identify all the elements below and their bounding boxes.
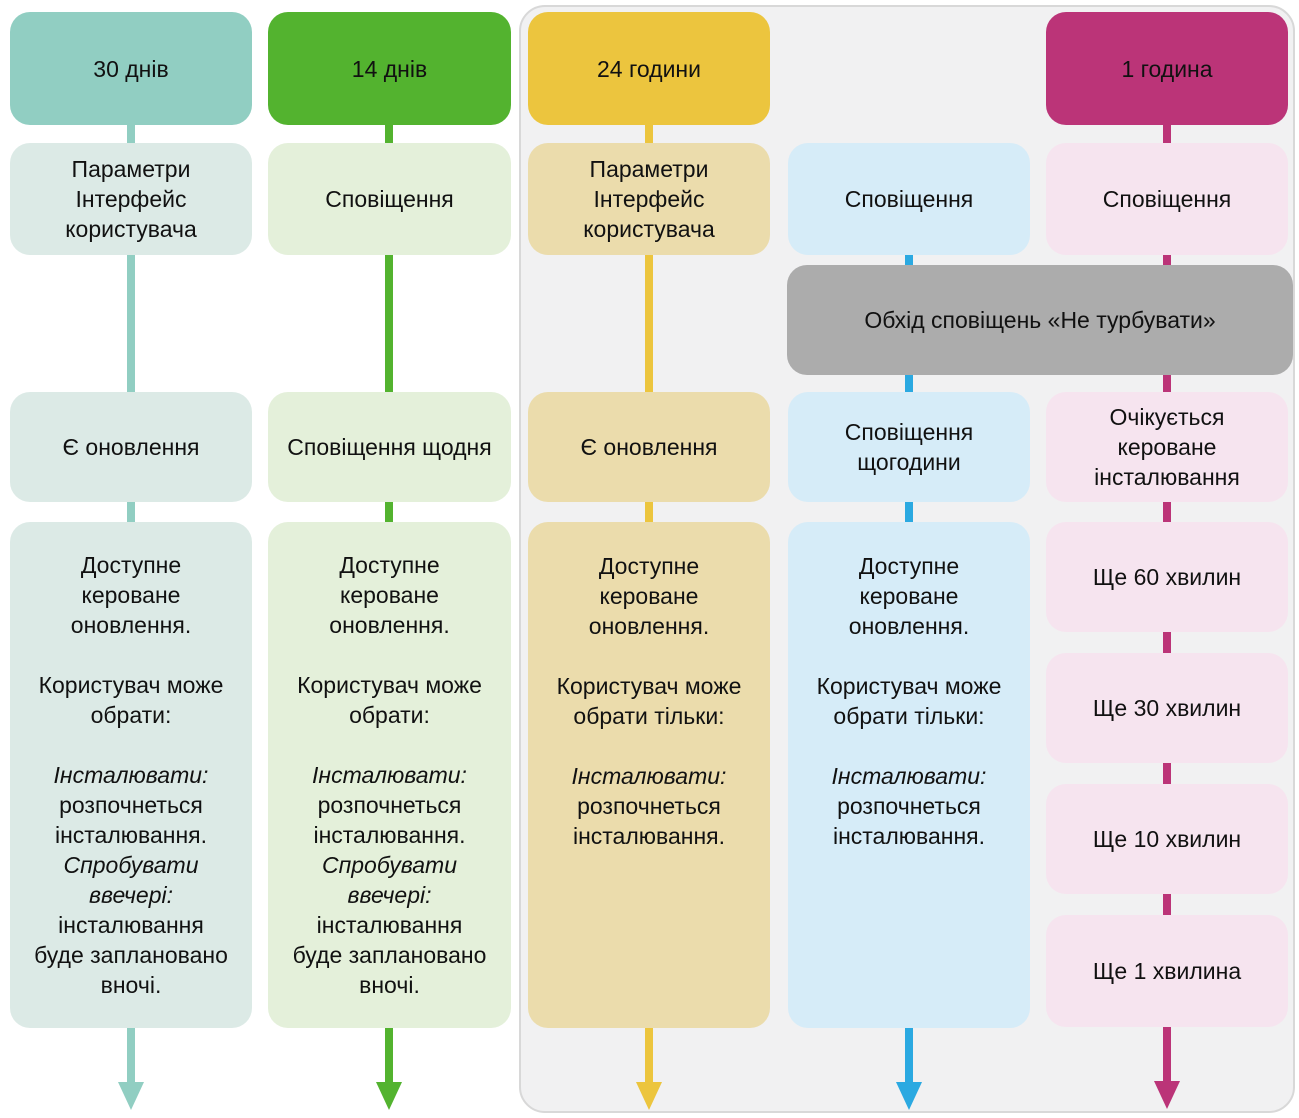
text-segment-italic: Інсталювати: bbox=[53, 762, 209, 788]
box-1h-pending-install: Очікується кероване інсталювання bbox=[1046, 392, 1288, 502]
box-paragraph: Інсталювати: розпочнеться інсталювання. … bbox=[34, 760, 228, 1000]
connector-1h-step3 bbox=[1163, 894, 1171, 915]
header-1-hour: 1 година bbox=[1046, 12, 1288, 125]
box-30d-update-available: Є оновлення bbox=[10, 392, 252, 502]
box-paragraph: Інсталювати: розпочнеться інсталювання. … bbox=[293, 760, 487, 1000]
text-segment: розпочнеться інсталювання. bbox=[572, 793, 726, 849]
connector-14d-row1 bbox=[385, 255, 393, 392]
arrow-head-14d bbox=[376, 1082, 402, 1110]
text-segment-italic: Інсталювати: bbox=[831, 763, 987, 789]
box-paragraph: Доступне кероване оновлення. bbox=[588, 553, 710, 639]
connector-hourly-row1 bbox=[905, 255, 913, 267]
connector-1h-step2 bbox=[1163, 763, 1171, 784]
text-segment: розпочнеться інсталювання. bbox=[313, 792, 466, 848]
box-24h-ui-settings: Параметри Інтерфейс користувача bbox=[528, 143, 770, 255]
box-hourly-managed-update: Доступне кероване оновлення. Користувач … bbox=[788, 522, 1030, 1028]
connector-1h-row1 bbox=[1163, 255, 1171, 267]
box-paragraph: Доступне кероване оновлення. bbox=[848, 553, 970, 639]
connector-1h-header bbox=[1163, 125, 1171, 143]
connector-30d-row2 bbox=[127, 502, 135, 522]
connector-14d-row2 bbox=[385, 502, 393, 522]
text-segment-italic: Спробувати ввечері: bbox=[321, 852, 458, 908]
text-segment: розпочнеться інсталювання. bbox=[832, 793, 986, 849]
box-24h-managed-update: Доступне кероване оновлення. Користувач … bbox=[528, 522, 770, 1028]
connector-1h-bypass bbox=[1163, 375, 1171, 392]
box-dnd-bypass: Обхід сповіщень «Не турбувати» bbox=[787, 265, 1293, 375]
box-1h-60-minutes: Ще 60 хвилин bbox=[1046, 522, 1288, 632]
text-segment: інсталювання буде заплановано вночі. bbox=[34, 912, 228, 998]
box-1h-notification: Сповіщення bbox=[1046, 143, 1288, 255]
box-paragraph: Користувач може обрати: bbox=[38, 672, 224, 728]
box-30d-ui-settings: Параметри Інтерфейс користувача bbox=[10, 143, 252, 255]
connector-hourly-bypass bbox=[905, 375, 913, 392]
header-14-days: 14 днів bbox=[268, 12, 511, 125]
text-segment: розпочнеться інсталювання. bbox=[54, 792, 208, 848]
header-30-days: 30 днів bbox=[10, 12, 252, 125]
box-1h-30-minutes: Ще 30 хвилин bbox=[1046, 653, 1288, 763]
box-hourly-notification: Сповіщення bbox=[788, 143, 1030, 255]
arrow-stem-30d bbox=[127, 1028, 135, 1082]
box-paragraph: Користувач може обрати: bbox=[297, 672, 482, 728]
arrow-head-hourly bbox=[896, 1082, 922, 1110]
box-14d-daily-notification: Сповіщення щодня bbox=[268, 392, 511, 502]
text-segment-italic: Інсталювати: bbox=[571, 763, 727, 789]
box-30d-managed-update: Доступне кероване оновлення. Користувач … bbox=[10, 522, 252, 1028]
box-14d-managed-update: Доступне кероване оновлення. Користувач … bbox=[268, 522, 511, 1028]
connector-1h-step1 bbox=[1163, 632, 1171, 653]
box-paragraph: Доступне кероване оновлення. bbox=[70, 552, 192, 638]
arrow-stem-hourly bbox=[905, 1028, 913, 1082]
text-segment-italic: Інсталювати: bbox=[312, 762, 467, 788]
connector-30d-header bbox=[127, 125, 135, 143]
connector-hourly-row2 bbox=[905, 502, 913, 522]
connector-24h-header bbox=[645, 125, 653, 143]
text-segment-italic: Спробувати ввечері: bbox=[63, 852, 199, 908]
arrow-stem-1h bbox=[1163, 1027, 1171, 1081]
box-paragraph: Користувач може обрати тільки: bbox=[556, 673, 742, 729]
arrow-head-24h bbox=[636, 1082, 662, 1110]
connector-14d-header bbox=[385, 125, 393, 143]
arrow-stem-14d bbox=[385, 1028, 393, 1082]
connector-24h-row1 bbox=[645, 255, 653, 392]
box-paragraph: Інсталювати: розпочнеться інсталювання. bbox=[572, 761, 727, 851]
box-1h-10-minutes: Ще 10 хвилин bbox=[1046, 784, 1288, 894]
box-paragraph: Користувач може обрати тільки: bbox=[816, 673, 1002, 729]
text-segment: інсталювання буде заплановано вночі. bbox=[292, 912, 487, 998]
arrow-head-1h bbox=[1154, 1081, 1180, 1109]
header-24-hours: 24 години bbox=[528, 12, 770, 125]
box-14d-notification: Сповіщення bbox=[268, 143, 511, 255]
box-24h-update-available: Є оновлення bbox=[528, 392, 770, 502]
box-hourly-notifications-every-hour: Сповіщення щогодини bbox=[788, 392, 1030, 502]
connector-30d-row1 bbox=[127, 255, 135, 392]
box-paragraph: Інсталювати: розпочнеться інсталювання. bbox=[832, 761, 987, 851]
arrow-head-30d bbox=[118, 1082, 144, 1110]
box-1h-1-minute: Ще 1 хвилина bbox=[1046, 915, 1288, 1027]
box-paragraph: Доступне кероване оновлення. bbox=[329, 552, 450, 638]
arrow-stem-24h bbox=[645, 1028, 653, 1082]
connector-24h-row2 bbox=[645, 502, 653, 522]
connector-1h-row2 bbox=[1163, 502, 1171, 522]
